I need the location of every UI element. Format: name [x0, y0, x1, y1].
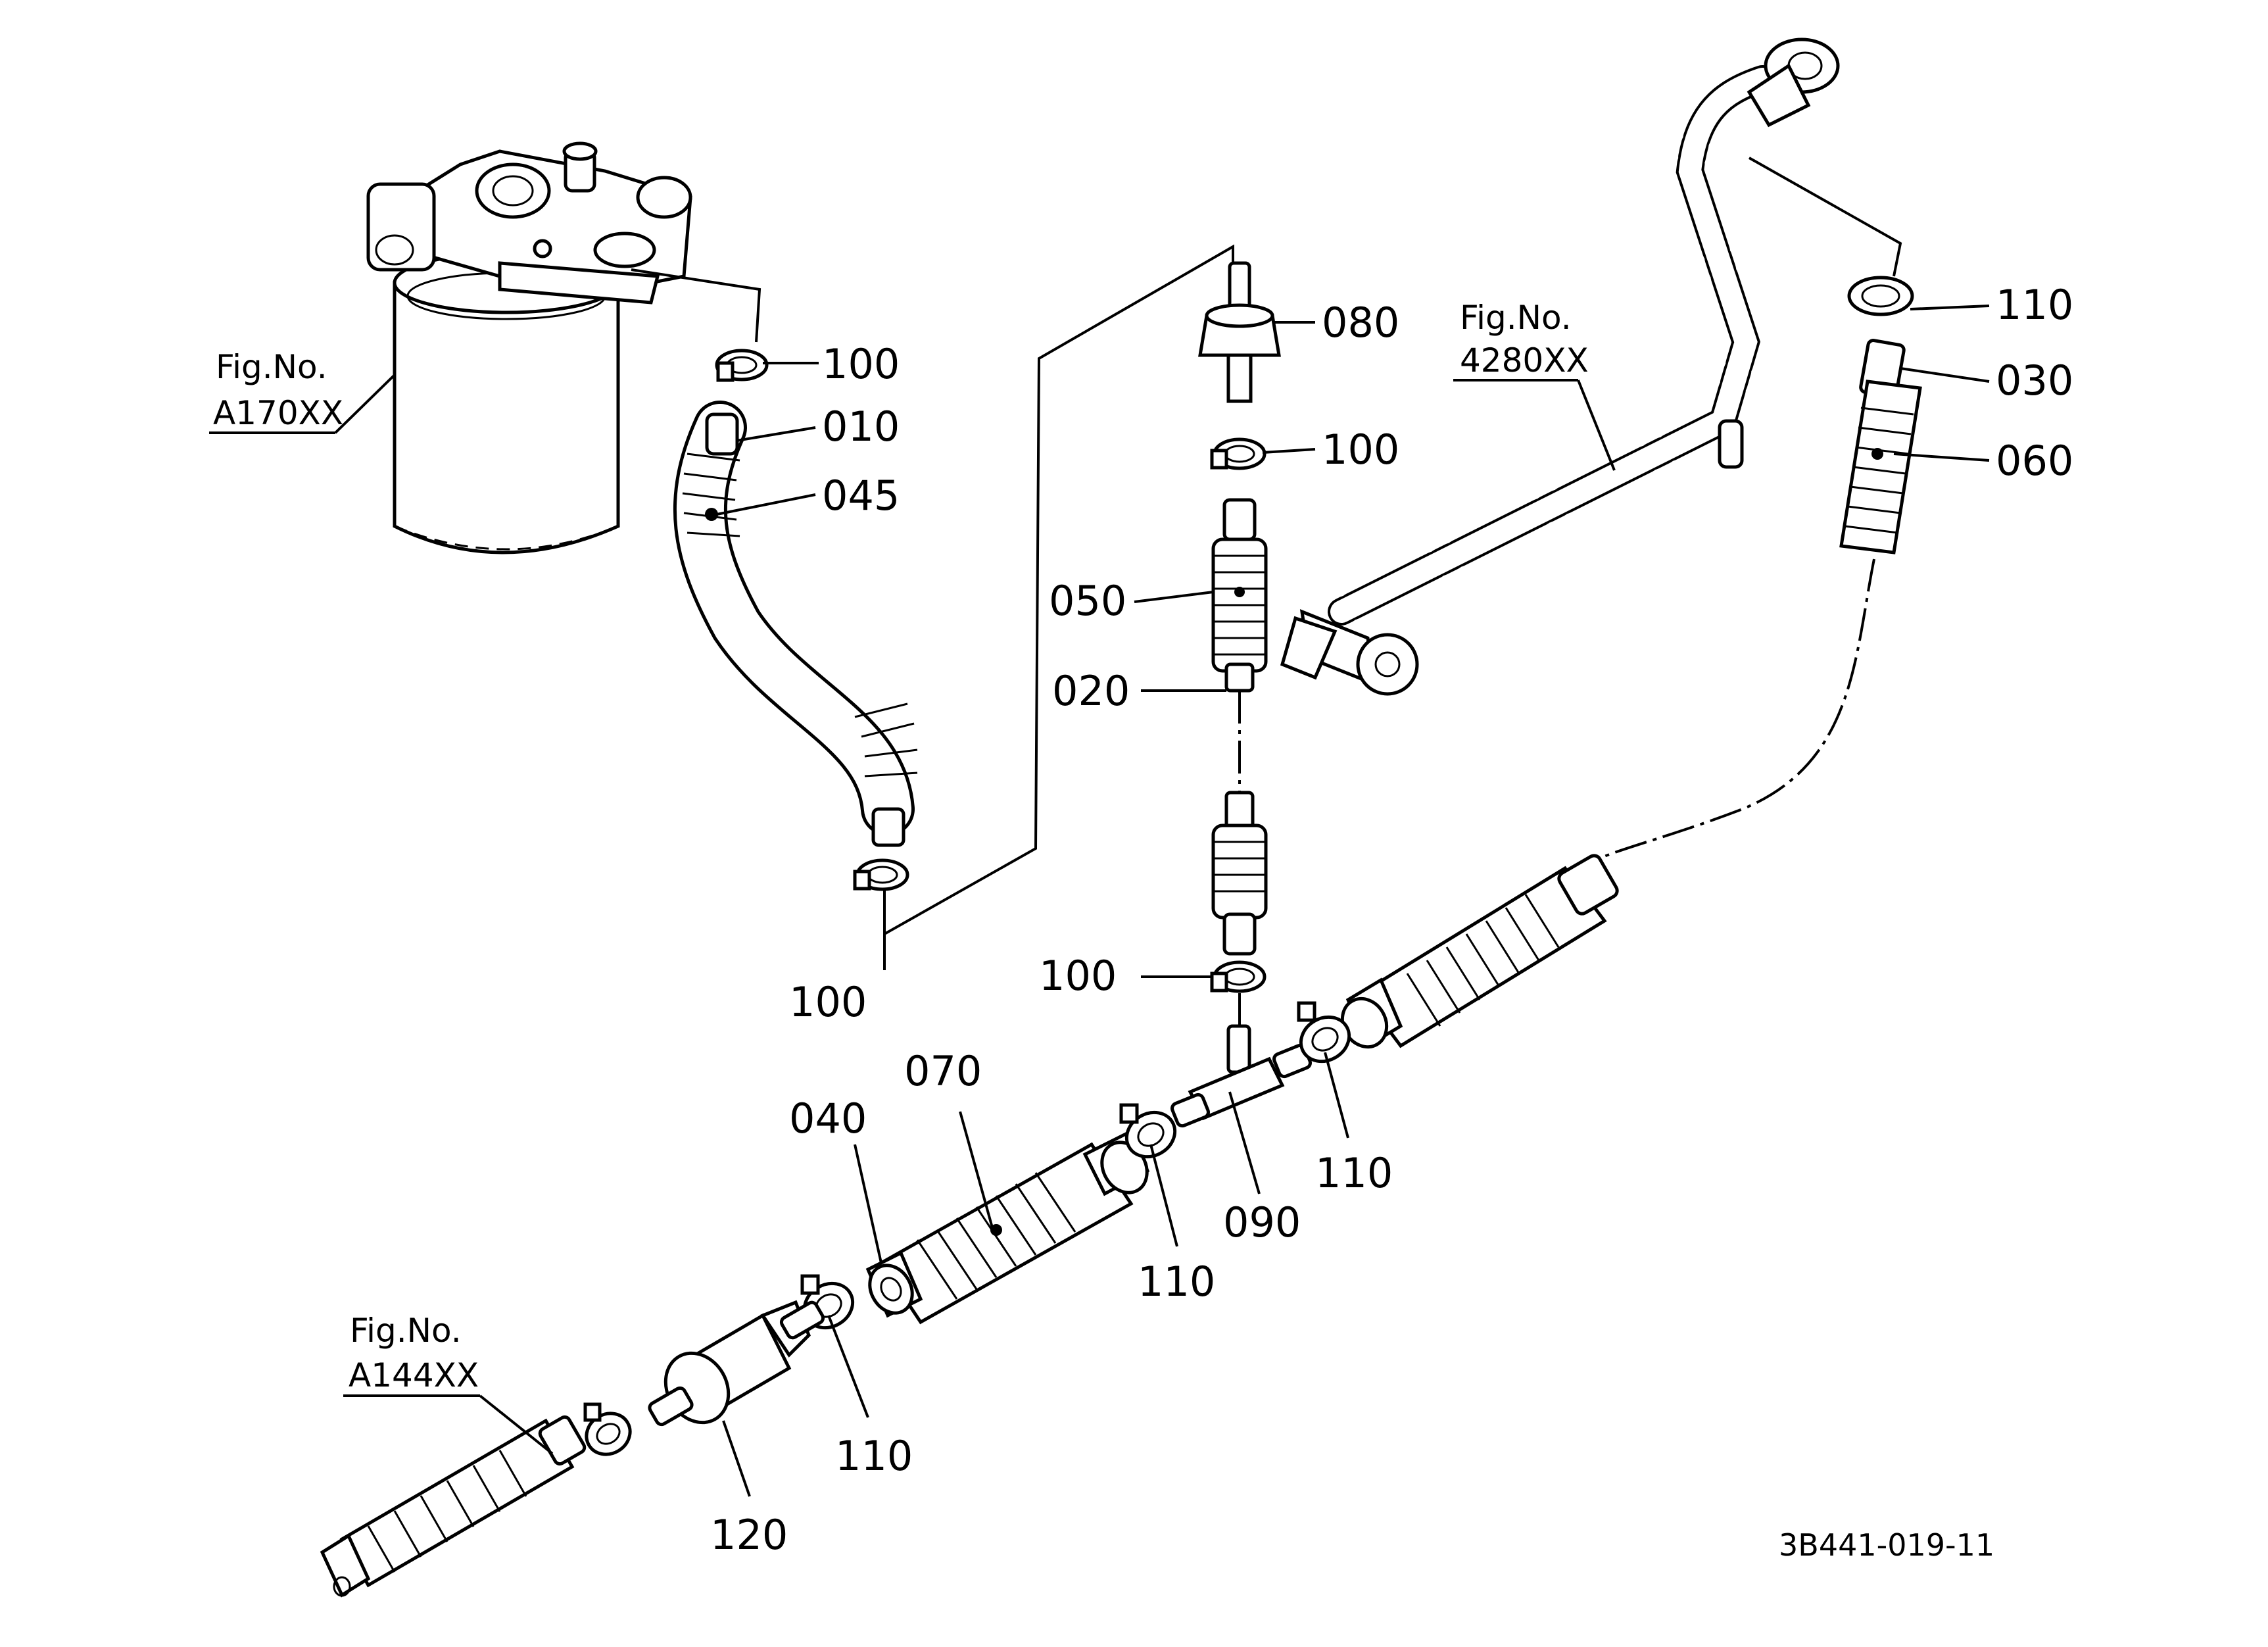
svg-text:A170XX: A170XX — [213, 394, 343, 432]
label-050: 050 — [1049, 577, 1126, 625]
label-030: 030 — [1996, 356, 2073, 405]
fuel-pump-120 — [648, 1300, 825, 1427]
fuel-pipe-4280xx — [1280, 37, 1840, 696]
lower-left-hose — [320, 1415, 587, 1598]
hose-010-045 — [673, 401, 918, 847]
label-120: 120 — [710, 1511, 788, 1559]
label-080: 080 — [1322, 299, 1399, 347]
fig-ref-pipe: Fig.No. 4280XX — [1453, 299, 1616, 471]
clamp-100-lower-left — [853, 858, 909, 891]
label-100-c: 100 — [1322, 426, 1399, 474]
fig-ref-pump: Fig.No. A144XX — [343, 1312, 554, 1455]
part-labels: 100 010 045 100 080 100 050 020 100 110 … — [710, 281, 2073, 1559]
label-110-d: 110 — [835, 1432, 913, 1480]
label-100-b: 100 — [789, 978, 867, 1026]
label-045: 045 — [822, 472, 900, 520]
svg-text:Fig.No.: Fig.No. — [350, 1312, 462, 1350]
lower-right-hose — [1340, 854, 1619, 1049]
label-100-d: 100 — [1039, 952, 1117, 1000]
label-110-a: 110 — [1996, 281, 2073, 329]
svg-text:A144XX: A144XX — [349, 1356, 479, 1394]
fuel-filter-assembly — [366, 141, 692, 554]
svg-text:Fig.No.: Fig.No. — [216, 348, 327, 386]
svg-text:4280XX: 4280XX — [1460, 341, 1589, 380]
label-020: 020 — [1052, 667, 1130, 715]
fig-ref-filter: Fig.No. A170XX — [209, 348, 396, 434]
svg-text:Fig.No.: Fig.No. — [1460, 299, 1572, 337]
label-100-a: 100 — [822, 340, 900, 388]
hose-070-040 — [865, 1129, 1150, 1325]
right-hose-assembly — [1583, 276, 1922, 870]
label-040: 040 — [789, 1094, 867, 1143]
clamp-110-right-tee — [1297, 1001, 1351, 1064]
label-010: 010 — [822, 403, 900, 451]
clamp-110-left-tee — [1119, 1103, 1177, 1159]
clamp-near-pump — [583, 1402, 632, 1456]
label-090: 090 — [1223, 1198, 1301, 1246]
tee-joint-090 — [1170, 1024, 1313, 1128]
leader-lines — [716, 305, 1990, 1497]
label-060: 060 — [1996, 437, 2073, 485]
clamp-100-upper-left — [715, 349, 769, 382]
label-110-c: 110 — [1315, 1149, 1393, 1197]
label-070: 070 — [904, 1047, 982, 1095]
vertical-hose-assembly — [1198, 261, 1281, 1026]
label-110-b: 110 — [1138, 1258, 1215, 1306]
drawing-code: 3B441-019-11 — [1779, 1527, 1994, 1563]
